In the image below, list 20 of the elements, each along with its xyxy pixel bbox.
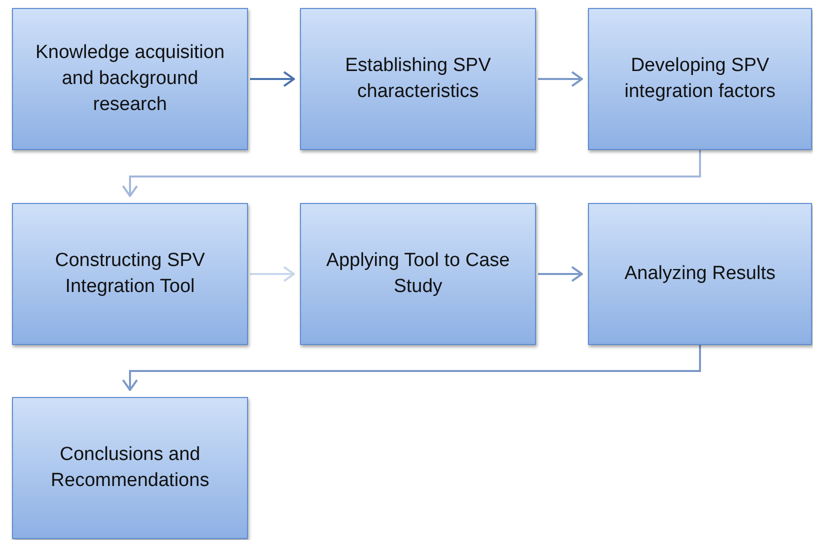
box-label: Establishing SPV characteristics: [344, 54, 492, 104]
arrow: [250, 71, 295, 87]
process-box: [12, 397, 248, 539]
process-box: [300, 8, 536, 150]
process-box: [588, 8, 812, 150]
process-box: [12, 203, 248, 345]
box-label: Knowledge acquisition and background research: [34, 41, 226, 117]
process-box: [300, 203, 536, 345]
box-label: Conclusions and Recommendations: [50, 443, 210, 493]
arrow: [538, 266, 583, 282]
box-label: Constructing SPV Integration Tool: [54, 249, 206, 299]
arrow: [250, 266, 295, 282]
process-box: [12, 8, 248, 150]
arrow: [122, 345, 701, 391]
arrow: [538, 71, 583, 87]
box-label: Analyzing Results: [624, 262, 776, 286]
process-box: [588, 203, 812, 345]
box-label: Developing SPV integration factors: [623, 54, 777, 104]
box-label: Applying Tool to Case Study: [325, 249, 511, 299]
arrow: [122, 150, 701, 197]
